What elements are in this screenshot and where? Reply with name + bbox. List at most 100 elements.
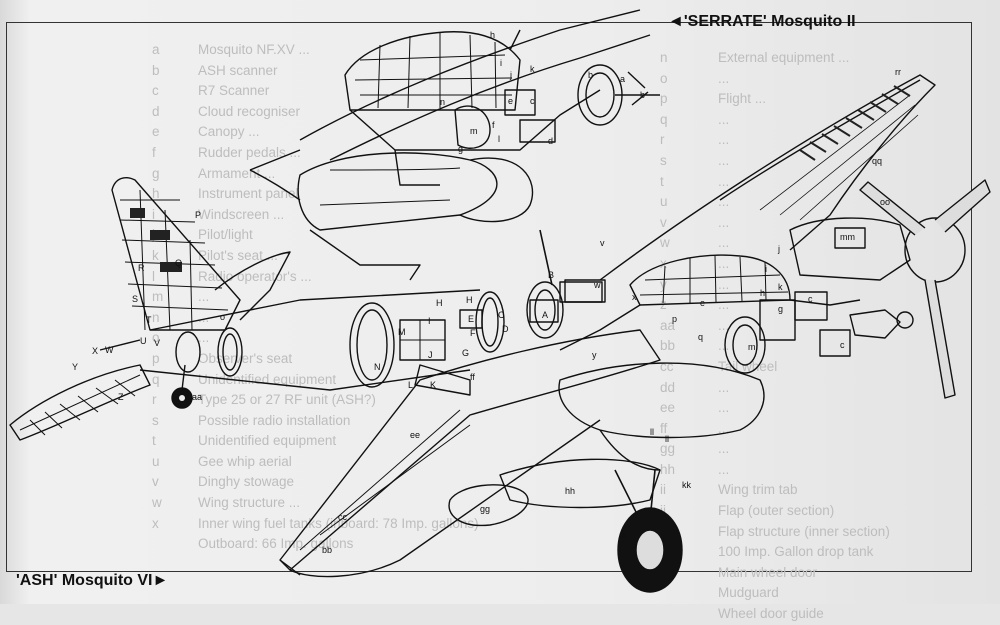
callout-X: X <box>92 346 98 356</box>
background-legend-line: t <box>152 433 156 449</box>
callout-j-ash: j <box>777 244 780 254</box>
background-legend-line: f <box>152 144 156 160</box>
callout-w: w <box>593 280 601 290</box>
background-legend-line: o <box>660 70 668 86</box>
callout-o: o <box>220 312 225 322</box>
callout-cc: cc <box>338 512 348 522</box>
callout-M: M <box>398 327 406 337</box>
callout-Z: Z <box>118 392 124 402</box>
callout-j-serrate: j <box>509 70 512 80</box>
background-legend-line: dd <box>660 379 676 395</box>
background-legend-line: ... <box>718 70 730 86</box>
callout-e-serrate: e <box>508 96 513 106</box>
background-legend-line: Instrument panel <box>198 186 299 202</box>
background-legend-line: hh <box>660 461 676 477</box>
callout-W: W <box>105 345 114 355</box>
background-legend-line: Mudguard <box>718 585 779 601</box>
callout-D: D <box>502 324 509 334</box>
background-legend-line: Canopy ... <box>198 124 260 140</box>
background-legend-line: Pilot/light <box>198 227 253 243</box>
background-legend-line: ... <box>718 235 730 251</box>
callout-c-ash-2: c <box>840 340 845 350</box>
background-legend-line: ... <box>718 111 730 127</box>
callout-R: R <box>138 263 145 273</box>
callout-V: V <box>154 338 160 348</box>
callout-Y: Y <box>72 362 78 372</box>
callout-b-serrate-2: b <box>640 90 645 100</box>
background-legend-line: Flap (outer section) <box>718 503 835 519</box>
background-legend-line: Flap structure (inner section) <box>718 523 890 539</box>
background-legend-line: c <box>152 83 159 99</box>
callout-K: K <box>430 380 436 390</box>
background-legend-line: ... <box>198 289 210 305</box>
background-legend-line: m <box>152 289 164 305</box>
serrate-title-arrow: ◄ <box>668 13 684 30</box>
callout-qq: qq <box>872 156 882 166</box>
callout-f-serrate: f <box>492 120 495 130</box>
serrate-title: ◄'SERRATE' Mosquito II <box>668 13 856 31</box>
callout-b-serrate: b <box>588 70 593 80</box>
background-legend-line: ... <box>718 173 730 189</box>
background-legend-line: r <box>152 392 157 408</box>
callout-m-serrate: m <box>470 126 478 136</box>
background-legend-line: ... <box>198 309 210 325</box>
background-legend-line: p <box>152 350 160 366</box>
background-legend-line: Unidentified equipment <box>198 371 337 387</box>
callout-kk: kk <box>682 480 692 490</box>
background-legend-line: n <box>660 50 668 65</box>
callout-I: I <box>428 316 431 326</box>
callout-bb: bb <box>322 545 332 555</box>
background-legend-line: Inner wing fuel tanks (inboard: 78 Imp. … <box>198 515 479 531</box>
callout-v: v <box>600 238 605 248</box>
background-legend-line: u <box>660 194 668 210</box>
callout-aa: aa <box>192 392 202 402</box>
background-legend-line: y <box>660 276 667 292</box>
callout-B: B <box>548 270 554 280</box>
background-legend-line: g <box>152 165 160 181</box>
callout-d-serrate: d <box>548 136 553 146</box>
callout-g-ash: g <box>778 304 783 314</box>
ash-title: 'ASH' Mosquito VI► <box>16 572 168 590</box>
callout-ll: ll <box>650 427 654 437</box>
ash-title-text: 'ASH' Mosquito VI <box>16 572 153 589</box>
background-legend-line: h <box>152 186 160 202</box>
background-legend-line: d <box>152 103 160 119</box>
background-legend-line: b <box>152 62 160 78</box>
background-legend-line: ... <box>718 214 730 230</box>
background-legend-line: Wheel door guide <box>718 606 824 622</box>
callout-Q: Q <box>175 258 182 268</box>
callout-S: S <box>132 294 138 304</box>
callout-ii: ii <box>622 530 626 540</box>
background-legend-line: ... <box>718 297 730 313</box>
callout-U: U <box>140 336 147 346</box>
callout-x: x <box>632 292 637 302</box>
callout-N: N <box>374 362 381 372</box>
background-legend-line: Windscreen ... <box>198 206 285 222</box>
background-legend-line: Armament ... <box>198 165 276 181</box>
background-legend-line: Main wheel door <box>718 564 818 580</box>
background-legend-line: n <box>152 309 160 325</box>
background-legend-line: gg <box>660 441 676 457</box>
background-legend-line: ... <box>718 255 730 271</box>
background-legend-line: x <box>660 255 667 271</box>
callout-a-serrate: a <box>620 74 625 84</box>
callout-c-serrate: c <box>530 96 535 106</box>
callout-rr: rr <box>895 67 901 77</box>
callout-i-ash: i <box>765 264 767 274</box>
background-legend-line: s <box>152 412 159 428</box>
background-legend-line: ... <box>718 441 730 457</box>
background-legend-line: 100 Imp. Gallon drop tank <box>718 544 874 560</box>
background-legend-line: ... <box>718 379 730 395</box>
background-legend-line: Possible radio installation <box>198 412 351 428</box>
serrate-title-text: 'SERRATE' Mosquito II <box>683 13 856 30</box>
callout-l-serrate: l <box>498 134 500 144</box>
callout-c-ash: c <box>808 294 813 304</box>
callout-A: A <box>542 310 548 320</box>
callout-i-serrate: i <box>500 58 502 68</box>
callout-L: L <box>408 380 413 390</box>
callout-gg: gg <box>480 504 490 514</box>
background-legend-line: aa <box>660 317 676 333</box>
background-legend-line: ee <box>660 400 676 416</box>
callout-H-2: H <box>466 295 473 305</box>
